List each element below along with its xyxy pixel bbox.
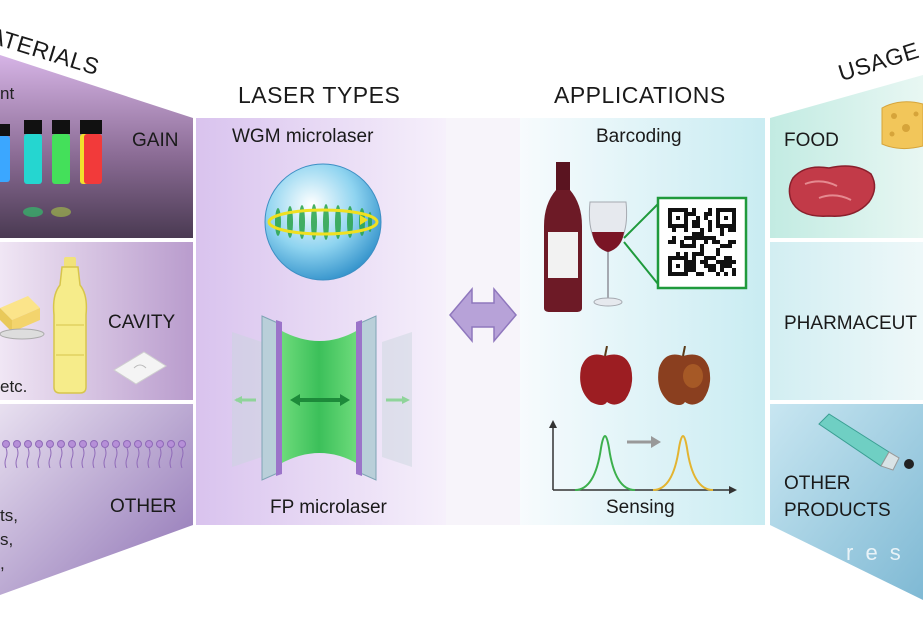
other-fragment-1: ts, <box>0 506 18 525</box>
fp-microlaser-label: FP microlaser <box>270 497 387 518</box>
gain-label: GAIN <box>132 130 179 151</box>
food-label: FOOD <box>784 130 839 151</box>
wine-bottle-icon <box>544 162 582 312</box>
double-arrow-icon <box>449 286 517 344</box>
apples-icon <box>580 346 711 405</box>
apple-icon <box>580 346 633 405</box>
usage-pharma-panel <box>770 242 923 400</box>
peak-shift-icon <box>549 420 737 494</box>
butter-icon <box>0 296 45 340</box>
qr-code-icon <box>668 208 736 276</box>
other-label: OTHER <box>110 496 177 517</box>
ointment-tube-icon <box>818 413 914 471</box>
fp-cavity-icon <box>232 315 412 481</box>
applications-heading: APPLICATIONS <box>554 82 726 108</box>
gain-fragment-text: nt <box>0 84 15 103</box>
wine-glass-icon <box>588 201 628 307</box>
cheese-icon <box>881 101 923 150</box>
steak-icon <box>788 165 876 217</box>
watermark-text: r e s <box>846 540 904 565</box>
barcoding-label: Barcoding <box>596 126 682 147</box>
sensing-label: Sensing <box>606 497 675 518</box>
materials-other-panel <box>0 404 193 595</box>
wgm-microlaser-label: WGM microlaser <box>232 126 374 147</box>
apple-icon <box>658 346 711 405</box>
other-fragment-2: s, <box>0 530 14 549</box>
laser-types-heading: LASER TYPES <box>238 82 401 108</box>
other-products-line2: PRODUCTS <box>784 500 891 521</box>
powder-icon <box>113 351 167 385</box>
pharmaceut-label: PHARMACEUT <box>784 313 918 334</box>
lipid-membrane-icon <box>2 440 186 469</box>
cavity-label: CAVITY <box>108 312 176 333</box>
cavity-fragment-text: etc. <box>0 377 28 396</box>
other-fragment-3: , <box>0 554 5 573</box>
other-products-line1: OTHER <box>784 473 851 494</box>
wine-barcode-group <box>544 162 748 312</box>
oil-bottle-icon <box>52 257 88 394</box>
wgm-sphere-icon <box>264 163 382 281</box>
red-vial-icon <box>84 120 102 184</box>
